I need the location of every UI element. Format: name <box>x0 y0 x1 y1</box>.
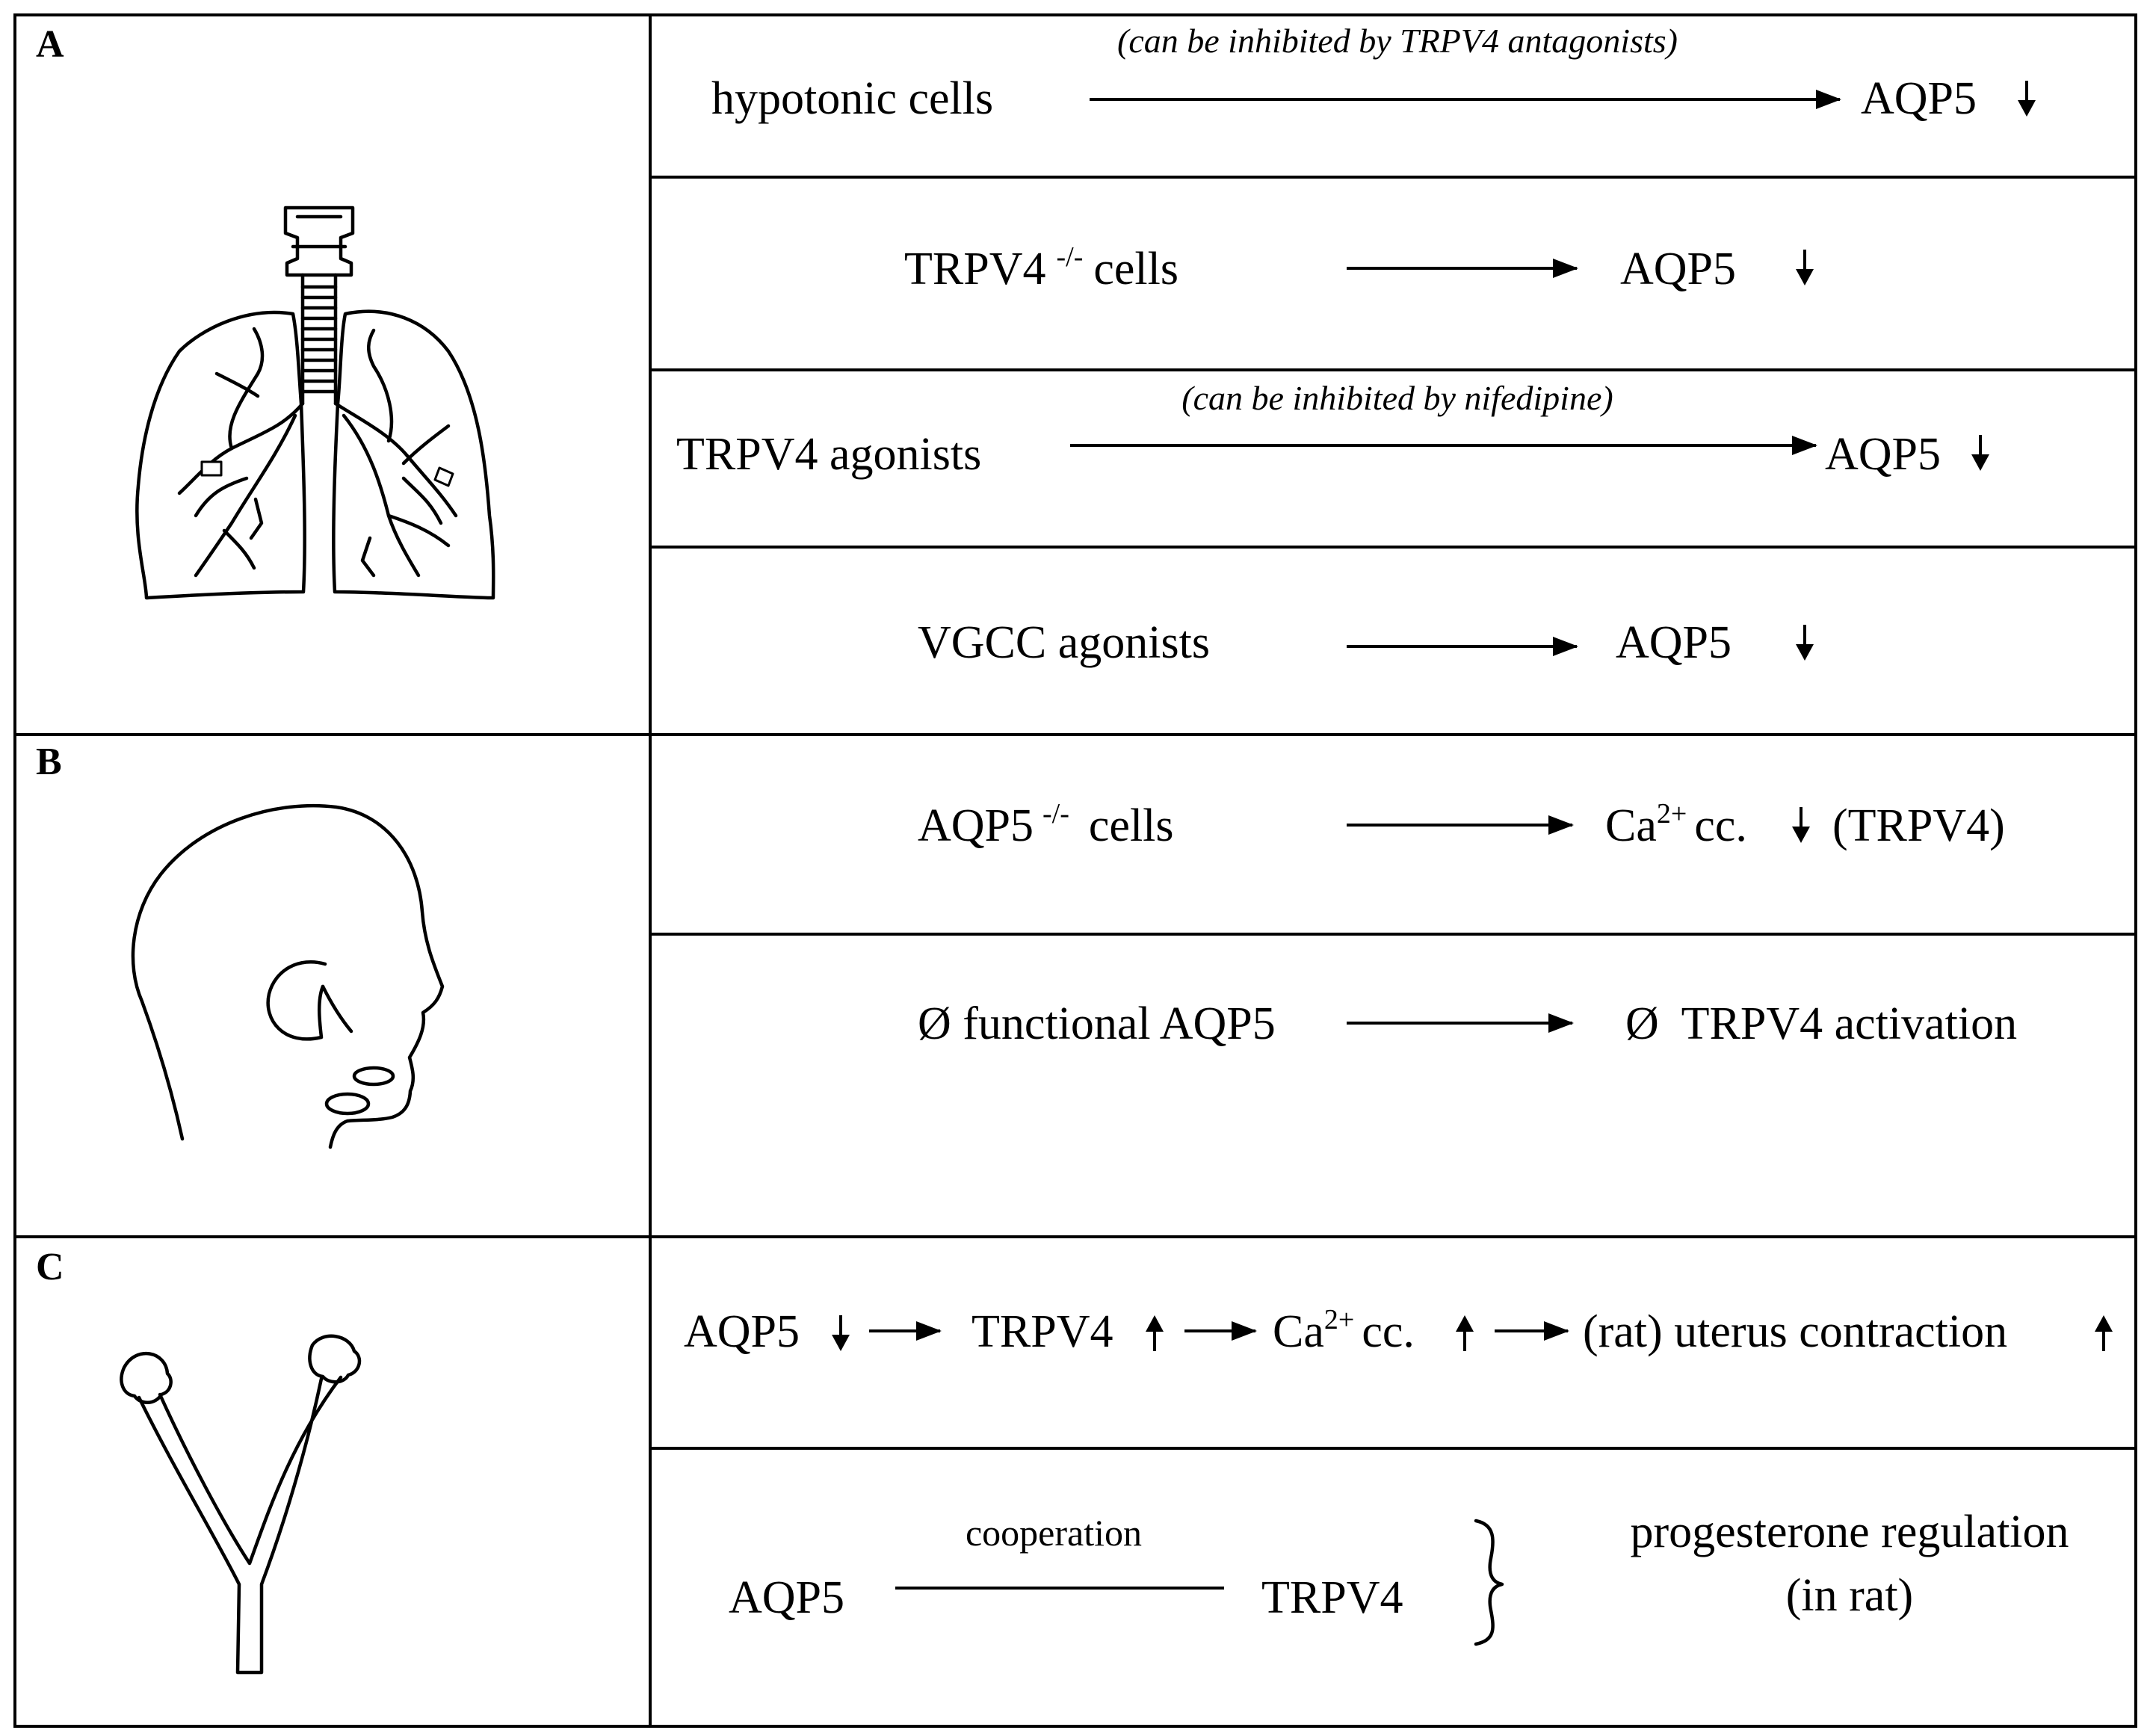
label-trpv4-agonists: TRPV4 agonists <box>676 429 981 480</box>
note-nifedipine: (can be inhibited by nifedipine) <box>1181 379 1613 417</box>
head-salivary-gland-illustration <box>131 803 445 1149</box>
label-aqp5: AQP5 <box>729 1572 844 1623</box>
label-calcium-concentration: Ca2+cc. <box>1605 798 1747 851</box>
table-grid <box>13 13 2137 1728</box>
up-arrow-icon <box>1456 1315 1474 1351</box>
chain-label-aqp5: AQP5 <box>684 1306 800 1357</box>
label-aqp5: AQP5 <box>1861 73 1977 124</box>
uterus-illustration <box>120 1334 362 1675</box>
row-a2: TRPV4-/-cells AQP5 <box>904 241 1814 294</box>
row-a1: (can be inhibited by TRPV4 antagonists) … <box>711 22 2036 124</box>
label-vgcc-agonists: VGCC agonists <box>918 617 1210 668</box>
row-c2: AQP5 cooperation TRPV4 progesterone regu… <box>729 1507 2069 1646</box>
up-arrow-icon <box>2095 1315 2113 1351</box>
row-a3: (can be inhibited by nifedipine) TRPV4 a… <box>676 379 1989 480</box>
label-trpv4: TRPV4 <box>1261 1572 1403 1623</box>
label-aqp5-knockout-cells: AQP5-/-cells <box>918 798 1174 851</box>
label-progesterone-regulation: progesterone regulation <box>1630 1507 2069 1557</box>
label-aqp5: AQP5 <box>1825 429 1941 480</box>
down-arrow-icon <box>2018 81 2036 117</box>
note-trpv4-antagonists: (can be inhibited by TRPV4 antagonists) <box>1117 22 1678 60</box>
down-arrow-icon <box>832 1315 850 1351</box>
label-cooperation: cooperation <box>966 1512 1142 1554</box>
section-label-a: A <box>36 23 64 66</box>
section-label-b: B <box>36 741 62 783</box>
label-aqp5: AQP5 <box>1616 617 1732 668</box>
label-trpv4-knockout-cells: TRPV4-/-cells <box>904 241 1179 294</box>
outer-border <box>13 13 2137 1728</box>
label-hypotonic-cells: hypotonic cells <box>711 73 993 124</box>
right-brace-icon <box>1474 1519 1504 1646</box>
chain-label-uterus-contraction: (rat) uterus contraction <box>1583 1306 2007 1357</box>
row-a4: VGCC agonists AQP5 <box>918 617 1814 668</box>
down-arrow-icon <box>1971 435 1989 471</box>
label-aqp5: AQP5 <box>1620 244 1736 294</box>
label-trpv4-parenthetical: (TRPV4) <box>1832 800 2005 851</box>
label-no-functional-aqp5: Ø functional AQP5 <box>918 998 1276 1049</box>
section-label-c: C <box>36 1246 64 1288</box>
down-arrow-icon <box>1792 807 1810 843</box>
lungs-illustration <box>135 206 495 600</box>
label-in-rat: (in rat) <box>1786 1570 1913 1621</box>
chain-label-calcium-concentration: Ca2+cc. <box>1273 1304 1415 1357</box>
chain-label-trpv4: TRPV4 <box>971 1306 1113 1357</box>
row-c1: AQP5 TRPV4 Ca2+cc. (rat) uterus contract… <box>684 1304 2113 1357</box>
down-arrow-icon <box>1796 625 1814 661</box>
down-arrow-icon <box>1796 250 1814 285</box>
row-b2: Ø functional AQP5 Ø TRPV4 activation <box>918 998 2017 1049</box>
row-b1: AQP5-/-cells Ca2+cc. (TRPV4) <box>918 798 2005 851</box>
label-no-trpv4-activation: Ø TRPV4 activation <box>1625 998 2017 1049</box>
up-arrow-icon <box>1146 1315 1164 1351</box>
